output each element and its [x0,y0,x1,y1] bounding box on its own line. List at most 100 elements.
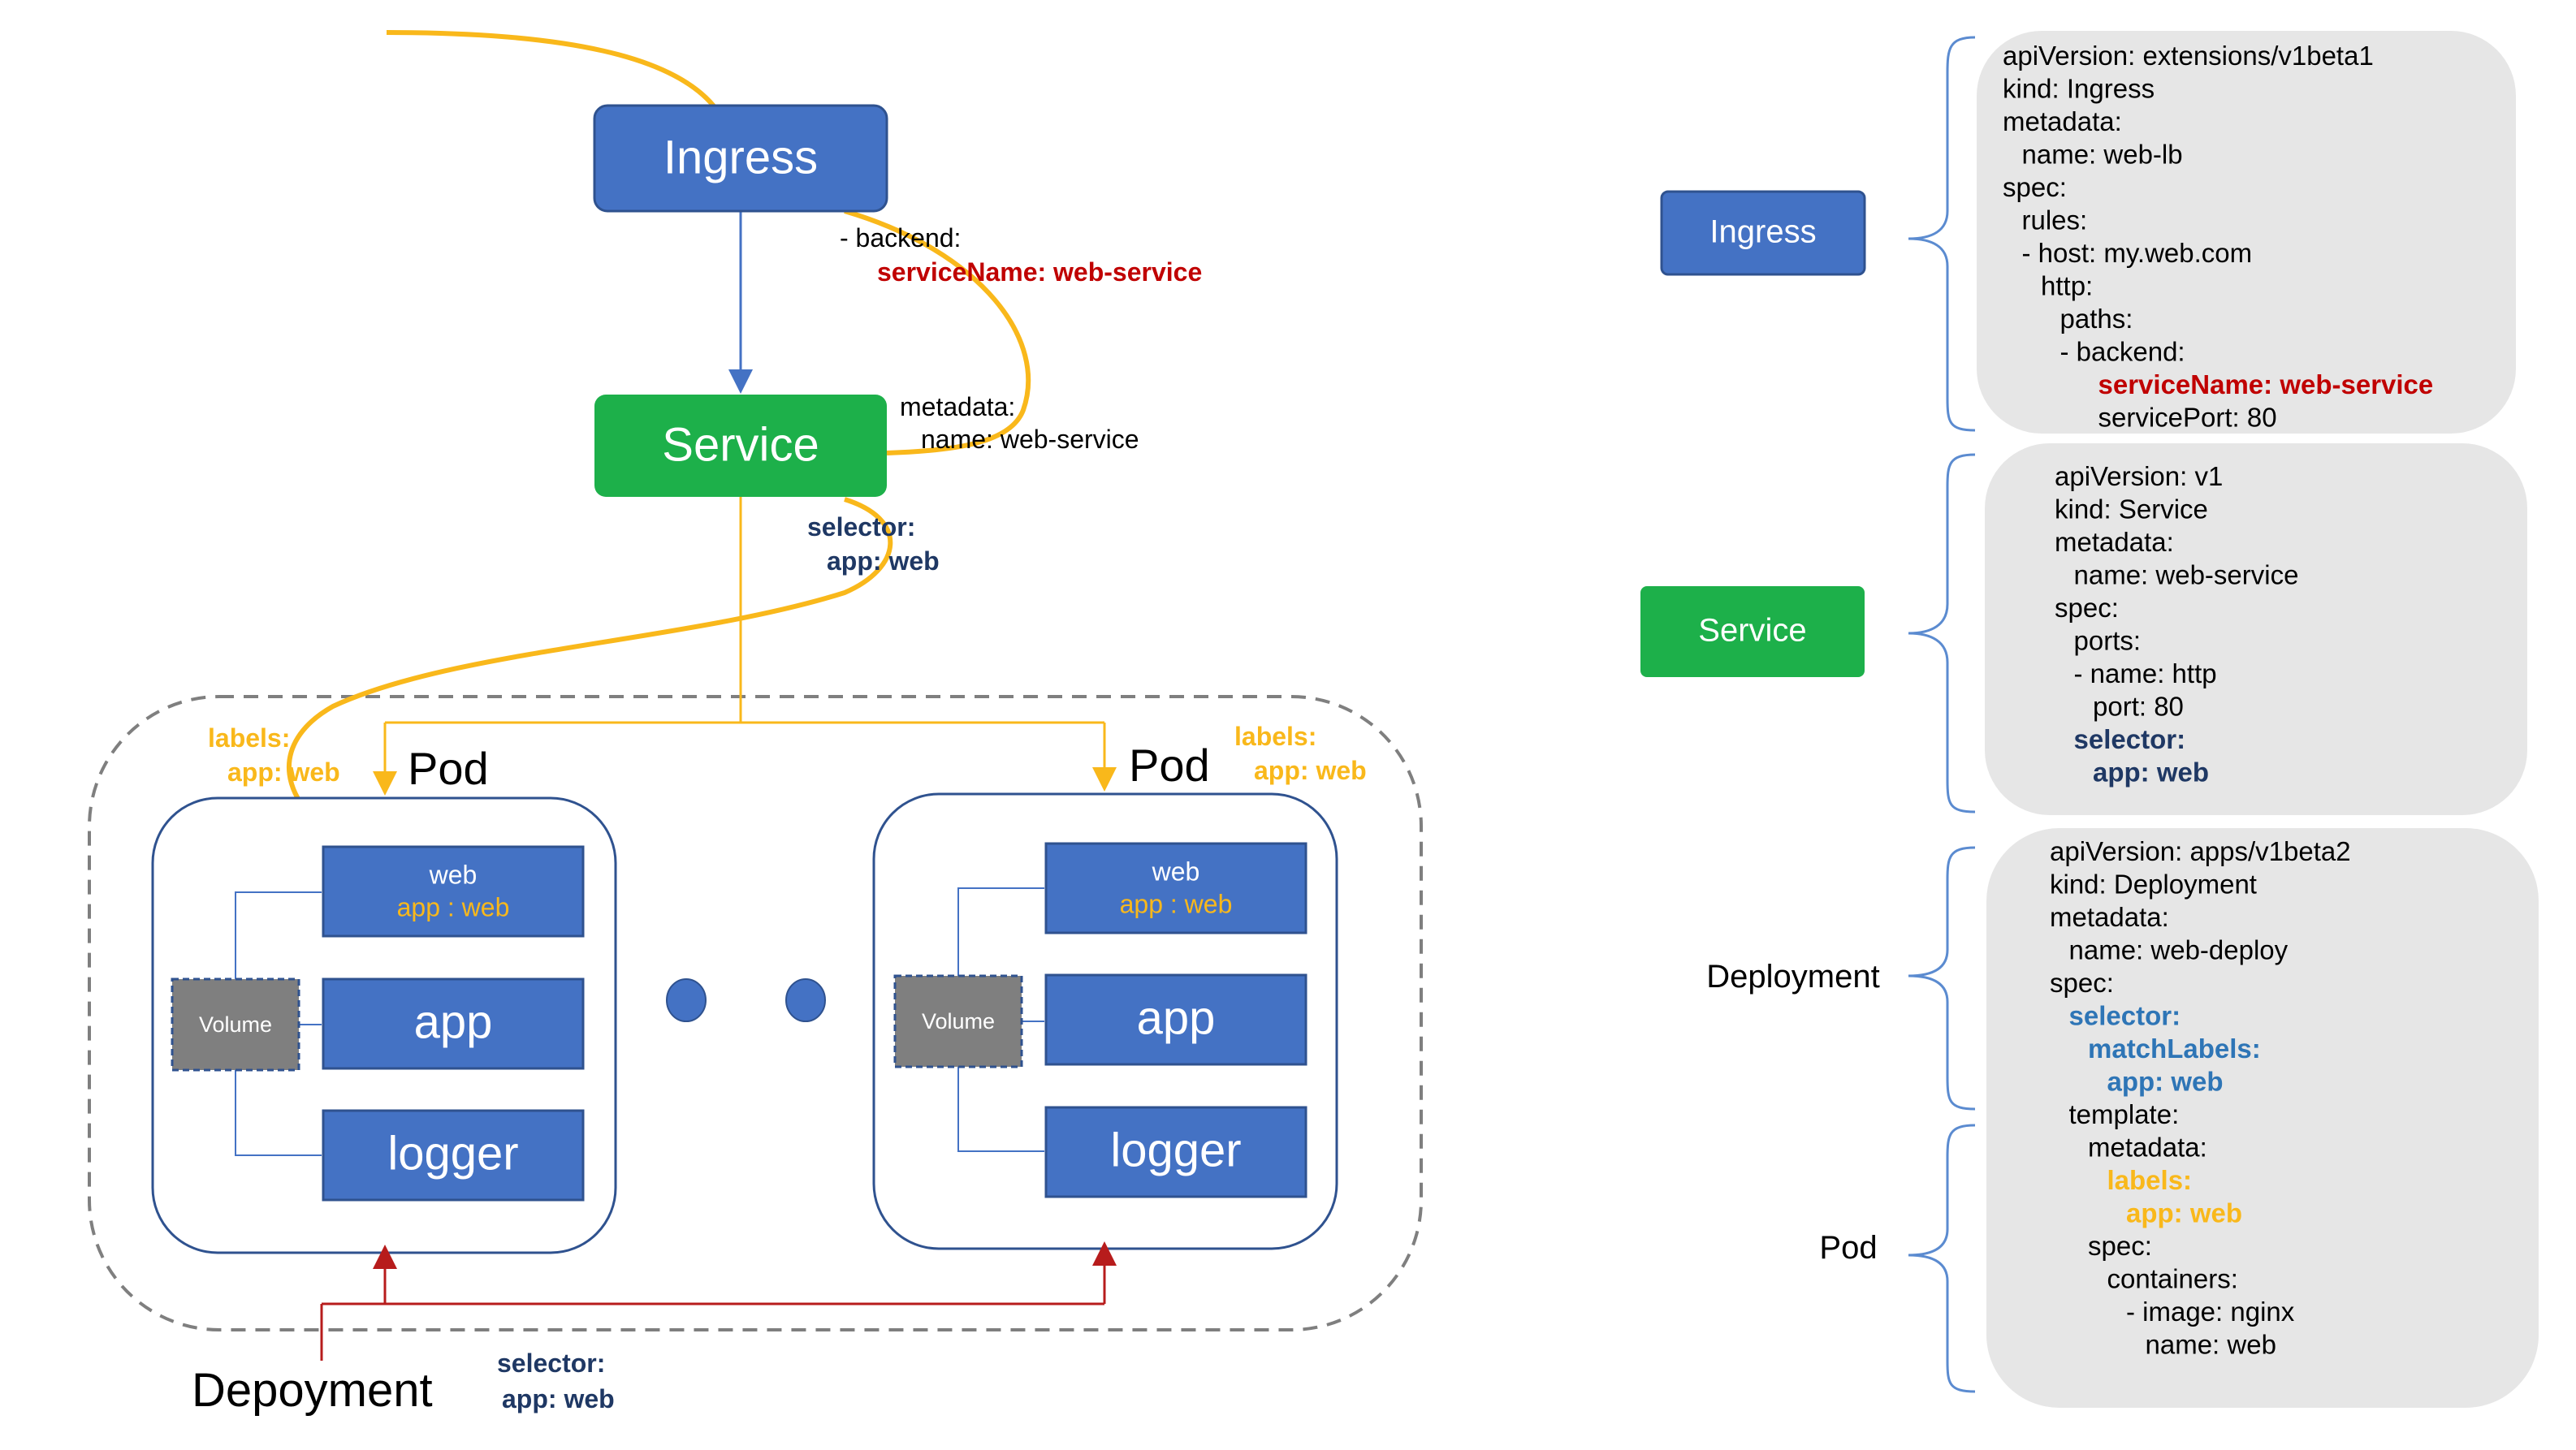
pod-1-web-container[interactable]: web app : web [322,845,585,938]
pod-2-app-container[interactable]: app [1044,973,1307,1066]
backend-line1: - backend: [840,223,961,252]
pod-2-volume-label: Volume [922,1009,995,1034]
ingress-label: Ingress [663,131,818,183]
service-yaml-line: app: web [2093,757,2209,788]
deployment-selector-line1: selector: [497,1349,605,1378]
selector-to-pod-curve [287,497,893,850]
deployment-yaml-line: kind: Deployment [2050,870,2257,900]
service-yaml-line: name: web-service [2074,560,2299,590]
service-yaml-line: kind: Service [2055,494,2208,524]
pod-1: labels: app: web Pod Volume web app : we… [151,723,617,1254]
service-yaml-line: spec: [2055,593,2119,623]
ingress-yaml-line: http: [2041,271,2093,301]
deployment-yaml-line: matchLabels: [2088,1034,2261,1064]
deployment-yaml-line: metadata: [2088,1133,2207,1163]
service-yaml-line: port: 80 [2093,692,2184,722]
pod-1-web-sublabel: app : web [397,892,510,921]
selector-line2: app: web [827,546,940,576]
ingress-yaml-line: name: web-lb [2022,140,2183,170]
right-deployment-label: Deployment [1706,959,1879,995]
service-box[interactable]: Service [594,395,887,497]
pod-1-volume[interactable]: Volume [171,977,300,1072]
pod-2-app-label: app [1137,991,1216,1044]
deployment-selector-line2: app: web [502,1384,615,1413]
deployment-bracket [1908,846,1976,1111]
pod-2-web-container[interactable]: web app : web [1044,842,1307,934]
pod-1-logger-container[interactable]: logger [322,1109,585,1202]
pod-2-volume[interactable]: Volume [893,974,1023,1068]
pod-bracket [1908,1124,1976,1393]
pod-1-app-label: app [414,995,493,1048]
deployment-yaml-line: selector: [2069,1001,2181,1031]
ingress-yaml-line: rules: [2022,205,2088,235]
pod-2-volume-connectors [957,887,1044,1152]
pod-1-web-label: web [429,860,478,889]
backend-to-service-curve [844,209,1031,455]
ingress-yaml-line: paths: [2060,304,2133,334]
pod-2: labels: app: web Pod Volume web app : we… [872,722,1367,1250]
service-yaml-line: apiVersion: v1 [2055,461,2223,491]
ingress-yaml-line: kind: Ingress [2003,74,2155,104]
selector-line1: selector: [807,512,915,542]
deployment-yaml-line: spec: [2050,968,2114,998]
backend-line2: serviceName: web-service [877,257,1202,287]
deployment-yaml-line: name: web-deploy [2069,935,2289,965]
deployment-label: Depoyment [192,1364,433,1417]
pod-1-volume-label: Volume [199,1012,272,1037]
service-yaml-line: metadata: [2055,527,2174,557]
ingress-box[interactable]: Ingress [593,104,888,213]
deployment-yaml-line: - image: nginx [2126,1297,2295,1327]
deployment-yaml-line: apiVersion: apps/v1beta2 [2050,836,2351,866]
pod-2-labels-line2: app: web [1254,756,1367,785]
service-yaml-line: selector: [2074,724,2186,754]
ingress-yaml-panel [1977,31,2516,434]
service-yaml-panel [1985,443,2527,815]
ingress-reference-curve [386,30,717,109]
pod-1-labels-line2: app: web [227,757,340,787]
pod-1-volume-connectors [235,891,322,1156]
right-pod-label: Pod [1819,1230,1877,1266]
deployment-boundary [88,695,1423,1331]
ellipsis-dot-1 [666,978,707,1022]
ingress-yaml-line: serviceName: web-service [2098,369,2434,399]
service-pod-connectors [373,495,1117,796]
service-label: Service [662,418,819,471]
right-service-label: Service [1698,613,1806,649]
deployment-yaml-line: containers: [2107,1264,2238,1294]
deployment-yaml-line: spec: [2088,1231,2152,1261]
deployment-yaml-line: name: web [2146,1330,2276,1360]
service-bracket [1908,453,1976,813]
deployment-yaml: apiVersion: apps/v1beta2 kind: Deployment… [2050,836,2351,1360]
ingress-yaml-line: metadata: [2003,106,2122,136]
right-ingress-box[interactable]: Ingress [1660,190,1866,276]
pod-2-title: Pod [1129,740,1210,791]
pod-2-labels-line1: labels: [1234,722,1316,751]
deployment-yaml-line: app: web [2107,1067,2224,1097]
ingress-bracket [1908,36,1976,432]
pod-1-app-container[interactable]: app [322,977,585,1070]
deployment-connectors [320,1241,1117,1361]
service-yaml-line: - name: http [2074,658,2217,688]
deployment-yaml-line: labels: [2107,1165,2193,1195]
brackets [1908,36,1976,1393]
metadata-line1: metadata: [900,392,1015,421]
pod-2-logger-container[interactable]: logger [1044,1106,1307,1198]
pod-1-title: Pod [408,743,489,794]
ingress-yaml-line: apiVersion: extensions/v1beta1 [2003,41,2374,71]
right-service-box[interactable]: Service [1640,586,1865,677]
ingress-yaml-line: - host: my.web.com [2022,238,2253,268]
deployment-yaml-line: template: [2069,1099,2180,1129]
pod-2-web-label: web [1152,857,1200,886]
pod-2-logger-label: logger [1110,1124,1241,1176]
deployment-yaml-panel [1986,828,2539,1408]
ellipsis-dot-2 [785,978,826,1022]
pod-1-labels-line1: labels: [208,723,290,753]
deployment-yaml-line: app: web [2126,1198,2242,1228]
metadata-line2: name: web-service [921,425,1139,454]
deployment-yaml-line: metadata: [2050,902,2169,932]
ingress-yaml-line: servicePort: 80 [2098,403,2277,433]
pod-2-web-sublabel: app : web [1120,889,1233,918]
